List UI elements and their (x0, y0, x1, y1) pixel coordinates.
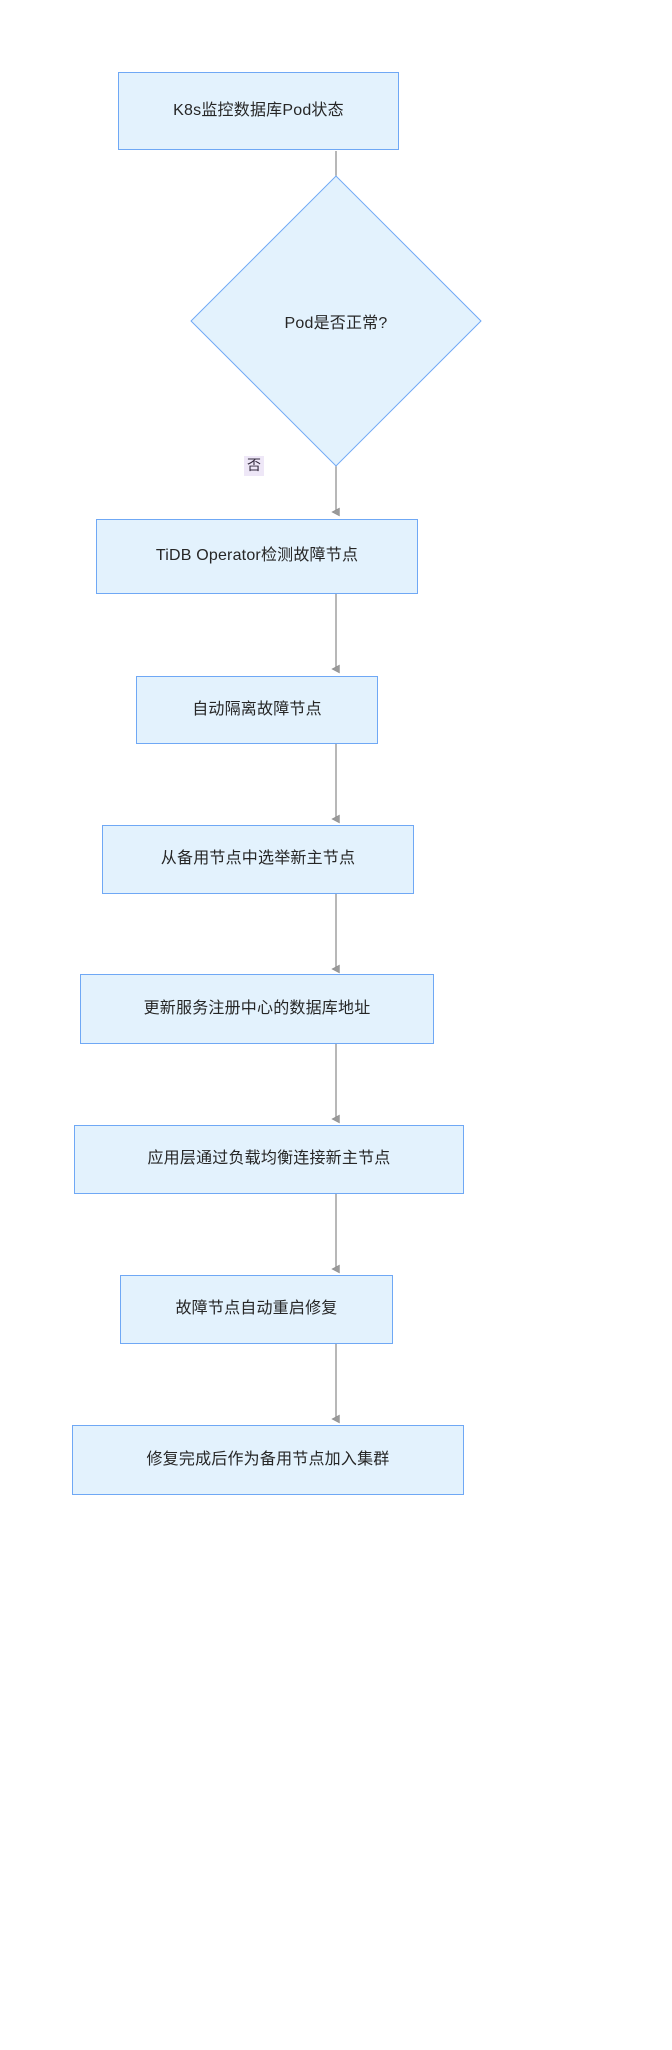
node-k8s-monitor-pod-status[interactable]: K8s监控数据库Pod状态 (118, 72, 399, 150)
node-label: 修复完成后作为备用节点加入集群 (146, 1450, 390, 1468)
node-label: 应用层通过负载均衡连接新主节点 (147, 1150, 391, 1168)
node-label-pod-healthy: Pod是否正常? (233, 218, 439, 424)
node-label: 从备用节点中选举新主节点 (160, 850, 356, 868)
node-auto-isolate-fault[interactable]: 自动隔离故障节点 (136, 676, 378, 744)
node-label: 自动隔离故障节点 (192, 700, 322, 718)
node-tidb-operator-detect-fault[interactable]: TiDB Operator检测故障节点 (96, 519, 418, 594)
node-rejoin-cluster-as-standby[interactable]: 修复完成后作为备用节点加入集群 (72, 1425, 464, 1495)
node-label: 故障节点自动重启修复 (175, 1300, 338, 1318)
node-label: TiDB Operator检测故障节点 (155, 547, 359, 565)
edge-label-text: 否 (247, 457, 261, 473)
node-fault-node-restart-repair[interactable]: 故障节点自动重启修复 (120, 1275, 393, 1344)
node-update-service-registry[interactable]: 更新服务注册中心的数据库地址 (80, 974, 434, 1044)
decision-label-text: Pod是否正常? (284, 315, 388, 332)
node-elect-new-primary[interactable]: 从备用节点中选举新主节点 (102, 825, 414, 894)
node-app-connect-via-lb[interactable]: 应用层通过负载均衡连接新主节点 (74, 1125, 464, 1194)
node-label: 更新服务注册中心的数据库地址 (143, 999, 371, 1017)
edge-label-no: 否 (244, 456, 264, 476)
node-label: K8s监控数据库Pod状态 (173, 101, 344, 119)
